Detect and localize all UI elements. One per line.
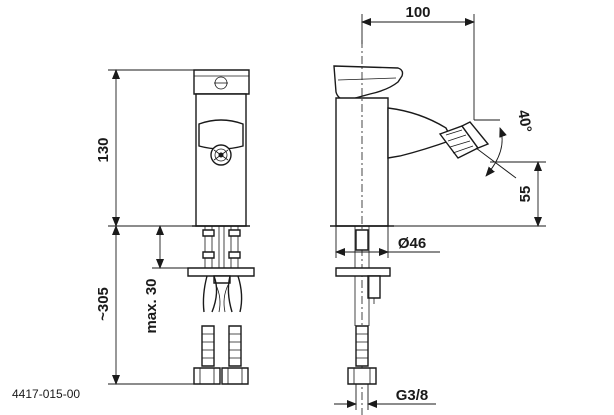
dim-base-diameter: Ø46 — [398, 235, 426, 252]
dim-width-top: 100 — [405, 4, 430, 21]
dim-angle: 40° — [514, 109, 535, 134]
dim-max-thickness: max. 30 — [143, 278, 160, 333]
dim-spout-height: 55 — [517, 186, 534, 203]
dimension-labels: 100 130 40° 55 ~305 max. 30 Ø46 G3/8 441… — [12, 4, 535, 404]
dim-under-height: ~305 — [95, 287, 112, 321]
front-view — [187, 69, 255, 385]
dim-height-body: 130 — [95, 137, 112, 162]
dimension-lines — [108, 14, 546, 410]
dim-thread: G3/8 — [396, 387, 429, 404]
part-number: 4417-015-00 — [12, 387, 80, 401]
side-view — [330, 40, 490, 415]
